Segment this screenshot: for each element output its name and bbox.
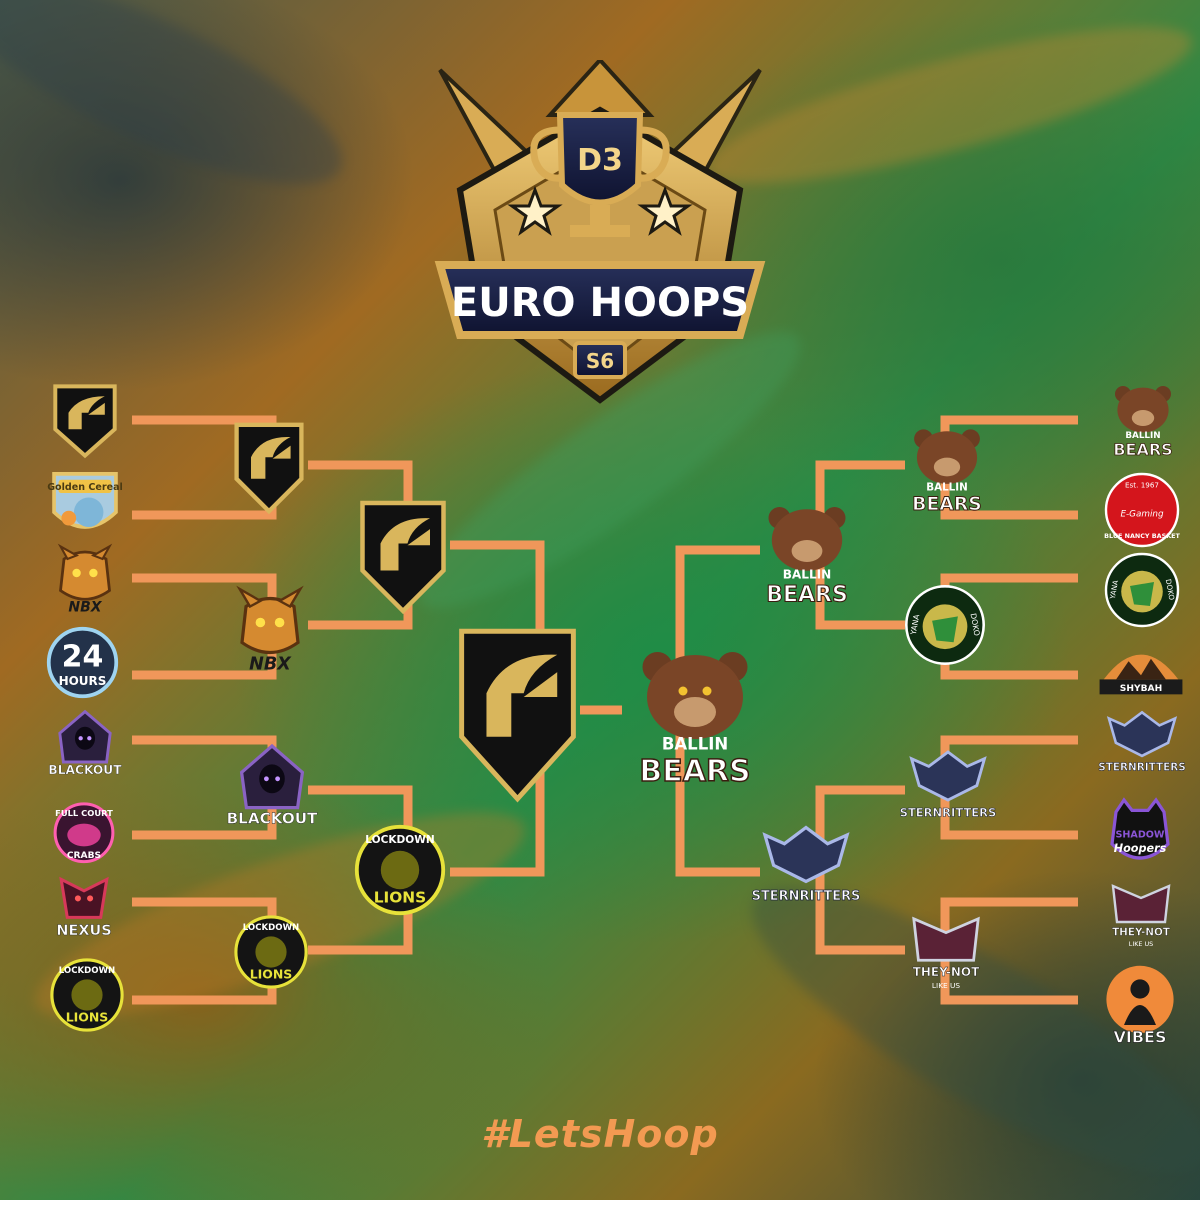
svg-text:SHYBAH: SHYBAH [1120,684,1162,694]
team-logo-golden-cereal: Golden Cereal [47,468,123,538]
svg-text:BLUE NANCY BASKET: BLUE NANCY BASKET [1104,532,1180,540]
svg-text:LIKE US: LIKE US [932,981,960,990]
svg-text:VIBES: VIBES [1114,1028,1167,1047]
team-logo-lockdown-lions: LOCKDOWN LIONS [232,912,310,992]
svg-text:Golden Cereal: Golden Cereal [47,482,123,493]
svg-text:LIONS: LIONS [374,889,426,907]
svg-text:NEXUS: NEXUS [56,923,111,939]
team-logo-ballin-bears-finalist: BALLIN BEARS [620,635,770,795]
team-logo-ballin-bears: BALLIN BEARS [752,495,862,608]
svg-text:SHADOW: SHADOW [1115,830,1164,841]
team-logo-nexus: NEXUS [46,868,122,944]
team-logo-they-not-like-us: THEY-NOT LIKE US [900,905,992,997]
team-logo-shield [52,383,118,459]
team-logo-shield-finalist [455,625,580,805]
svg-text:Hoopers: Hoopers [1114,842,1167,855]
svg-text:BALLIN: BALLIN [926,482,968,494]
svg-text:Est. 1967: Est. 1967 [1125,481,1159,490]
svg-text:BEARS: BEARS [639,754,750,789]
team-logo-full-court-crabs: FULL COURT CRABS [46,800,122,870]
svg-text:NBX: NBX [249,655,292,675]
team-logo-shield [358,497,448,617]
svg-text:STERNRITTERS: STERNRITTERS [900,805,997,819]
svg-text:CRABS: CRABS [67,851,101,861]
team-logo-blackout: BLACKOUT [226,738,318,834]
team-logo-lockdown-lions: LOCKDOWN LIONS [48,955,126,1035]
svg-text:BLACKOUT: BLACKOUT [227,810,318,828]
svg-text:NBX: NBX [68,600,102,616]
team-logo-lockdown-lions: LOCKDOWN LIONS [352,820,448,920]
team-logo-nbx: NBX [230,583,310,678]
team-logo-shield [233,420,305,516]
svg-text:BALLIN: BALLIN [662,735,728,754]
svg-text:LIONS: LIONS [66,1010,109,1025]
division-label: D3 [577,143,623,178]
svg-text:LIONS: LIONS [250,967,293,982]
svg-text:BLACKOUT: BLACKOUT [48,763,122,777]
svg-text:LIKE US: LIKE US [1129,940,1153,948]
svg-text:BEARS: BEARS [1113,440,1172,459]
svg-text:YANA: YANA [1108,579,1120,600]
team-logo-blue-nancy-basket: Est. 1967 E-Gaming BLUE NANCY BASKET [1102,470,1182,550]
svg-text:YANA: YANA [909,613,922,636]
team-logo-sternritters: STERNRITTERS [1098,708,1186,782]
team-logo-shybah: SHYBAH [1098,638,1184,696]
team-logo-shadow-hoopers: SHADOW Hoopers [1100,795,1180,877]
svg-text:FULL COURT: FULL COURT [55,808,113,818]
svg-text:DOKO: DOKO [1164,578,1177,601]
svg-text:BALLIN: BALLIN [1125,431,1160,441]
team-logo-sternritters: STERNRITTERS [899,745,997,831]
team-logo-nbx: NBX [50,543,120,616]
team-logo-they-not-like-us: THEY-NOT LIKE US [1100,878,1182,950]
team-logo-blackout: BLACKOUT [48,708,122,780]
euro-hoops-crest: D3 EURO HOOPS S6 [410,57,790,410]
svg-text:BEARS: BEARS [766,583,848,608]
team-logo-sternritters: STERNRITTERS [751,812,861,924]
team-logo-yana-doko: YANA DOKO [1102,550,1182,630]
svg-text:THEY-NOT: THEY-NOT [913,965,980,979]
svg-text:STERNRITTERS: STERNRITTERS [752,889,861,904]
team-logo-ballin-bears: BALLIN BEARS [1102,378,1184,459]
svg-text:24: 24 [62,639,104,674]
team-logo-24-hours: 24 HOURS [45,625,120,700]
svg-text:STERNRITTERS: STERNRITTERS [1098,762,1186,774]
team-logo-vibes: VIBES [1100,960,1180,1050]
svg-text:DOKO: DOKO [969,613,982,637]
svg-text:LOCKDOWN: LOCKDOWN [243,923,299,933]
svg-text:LOCKDOWN: LOCKDOWN [365,834,434,846]
svg-text:THEY-NOT: THEY-NOT [1112,927,1171,939]
team-logo-ballin-bears: BALLIN BEARS [900,418,994,516]
svg-text:BEARS: BEARS [912,494,982,515]
svg-text:HOURS: HOURS [59,674,107,688]
season-label: S6 [586,349,614,373]
team-logo-yana-doko: YANA DOKO [902,582,988,668]
svg-text:BALLIN: BALLIN [783,568,832,582]
hashtag: #LetsHoop [481,1112,719,1156]
title-label: EURO HOOPS [451,280,749,326]
svg-text:LOCKDOWN: LOCKDOWN [59,966,115,976]
svg-text:E-Gaming: E-Gaming [1120,509,1164,519]
